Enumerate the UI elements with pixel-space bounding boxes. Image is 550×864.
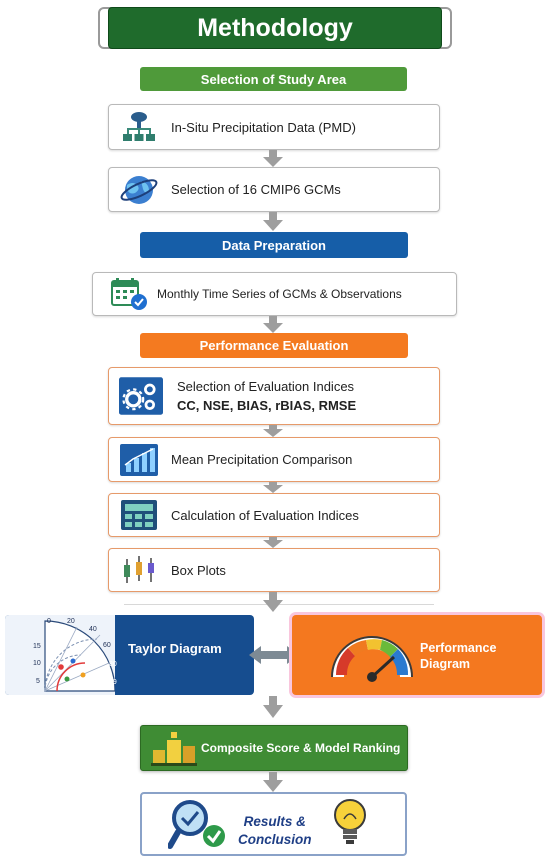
taylor-tick-arc: 20 bbox=[67, 618, 75, 625]
calculator-icon bbox=[121, 500, 157, 530]
taylor-diagram-label: Taylor Diagram bbox=[128, 641, 222, 656]
taylor-tick-arc: 60 bbox=[103, 642, 111, 649]
taylor-tick-arc: 80 bbox=[109, 661, 117, 668]
results-label-line1: Results & bbox=[243, 814, 306, 829]
step-box-plots-label: Box Plots bbox=[171, 562, 226, 578]
flow-arrow bbox=[262, 482, 284, 493]
flow-arrow bbox=[262, 212, 284, 231]
step-mean-precip: Mean Precipitation Comparison bbox=[108, 437, 440, 482]
step-pmd-label: In-Situ Precipitation Data (PMD) bbox=[171, 119, 356, 135]
step-box-plots: Box Plots bbox=[108, 548, 440, 592]
taylor-tick-left: 10 bbox=[33, 660, 41, 667]
performance-diagram-label-line2: Diagram bbox=[420, 657, 471, 671]
lightbulb-icon bbox=[334, 799, 366, 844]
step-time-series-label: Monthly Time Series of GCMs & Observatio… bbox=[157, 286, 402, 301]
ranking-podium-icon bbox=[151, 732, 197, 766]
results-label-line2: Conclusion bbox=[238, 832, 312, 847]
flow-arrow bbox=[262, 772, 284, 792]
composite-score-label: Composite Score & Model Ranking bbox=[201, 741, 401, 755]
taylor-diagram-icon bbox=[5, 615, 115, 695]
header-study-area: Selection of Study Area bbox=[140, 67, 407, 91]
step-gcms-label: Selection of 16 CMIP6 GCMs bbox=[171, 182, 341, 197]
bar-chart-icon bbox=[120, 443, 158, 476]
performance-diagram-panel bbox=[292, 615, 542, 695]
step-mean-precip-label: Mean Precipitation Comparison bbox=[171, 452, 353, 467]
taylor-tick-arc: 0 bbox=[47, 618, 51, 625]
flow-arrow bbox=[262, 592, 284, 612]
step-gcms: Selection of 16 CMIP6 GCMs bbox=[108, 167, 440, 212]
step-evaluation-indices: Selection of Evaluation Indices CC, NSE,… bbox=[108, 367, 440, 425]
step-pmd: In-Situ Precipitation Data (PMD) bbox=[108, 104, 440, 150]
magnifier-check-icon bbox=[168, 800, 225, 849]
weather-station-icon bbox=[123, 112, 155, 141]
flow-arrow bbox=[262, 696, 284, 718]
taylor-tick-arc: 99 bbox=[109, 679, 117, 686]
flow-arrow bbox=[262, 425, 284, 437]
step-calc-indices: Calculation of Evaluation Indices bbox=[108, 493, 440, 537]
gears-icon bbox=[119, 377, 163, 415]
box-plot-icon bbox=[124, 556, 154, 583]
header-performance-evaluation: Performance Evaluation bbox=[140, 333, 408, 358]
flow-arrow bbox=[262, 150, 284, 167]
performance-diagram-label-line1: Performance bbox=[420, 641, 497, 655]
header-data-preparation: Data Preparation bbox=[140, 232, 408, 258]
taylor-tick-left: 15 bbox=[33, 643, 41, 650]
step-calc-indices-label: Calculation of Evaluation Indices bbox=[171, 507, 359, 523]
step-indices-line1: Selection of Evaluation Indices bbox=[177, 379, 355, 394]
composite-score-box: Composite Score & Model Ranking bbox=[140, 725, 408, 771]
page-title: Methodology bbox=[108, 7, 442, 49]
taylor-tick-left: 5 bbox=[36, 678, 40, 685]
step-time-series: Monthly Time Series of GCMs & Observatio… bbox=[92, 272, 457, 316]
taylor-diagram-panel: 20 0 40 60 80 99 15 10 5 bbox=[5, 615, 254, 695]
double-arrow-icon bbox=[249, 646, 299, 664]
globe-icon bbox=[120, 175, 158, 204]
calendar-check-icon bbox=[111, 278, 147, 310]
flow-arrow bbox=[262, 537, 284, 548]
step-indices-line2: CC, NSE, BIAS, rBIAS, RMSE bbox=[177, 398, 357, 413]
flow-arrow bbox=[262, 316, 284, 333]
taylor-tick-arc: 40 bbox=[89, 626, 97, 633]
gauge-icon bbox=[331, 636, 413, 682]
